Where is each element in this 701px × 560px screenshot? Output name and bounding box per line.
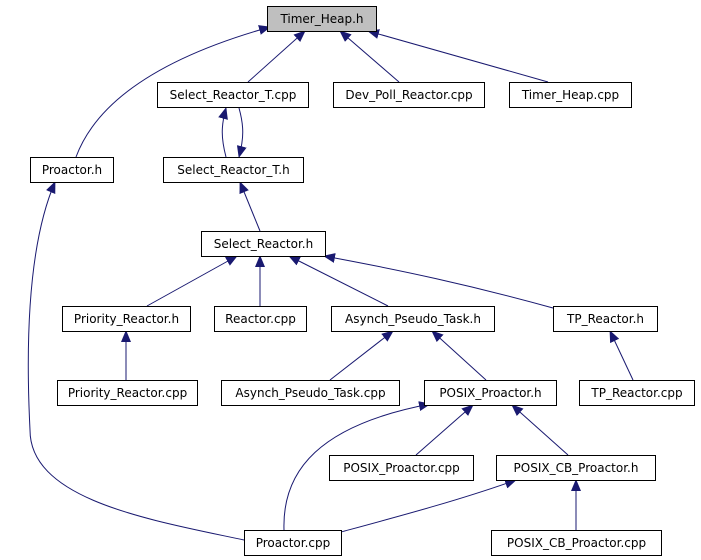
edge-timer-heap-cpp-to-timer-heap-h xyxy=(367,29,549,83)
edge-select-reactor-h-to-select-reactor-t-h xyxy=(239,181,261,232)
node-priority-reactor-h[interactable]: Priority_Reactor.h xyxy=(62,306,191,332)
node-asynch-pseudo-task-cpp[interactable]: Asynch_Pseudo_Task.cpp xyxy=(221,380,400,406)
edge-asynch-pseudo-task-h-to-select-reactor-h xyxy=(288,255,389,307)
node-box xyxy=(553,306,658,332)
node-label: Asynch_Pseudo_Task.cpp xyxy=(235,386,385,400)
node-box xyxy=(333,82,485,108)
node-box xyxy=(157,82,309,108)
node-box xyxy=(221,380,400,406)
node-label: Timer_Heap.h xyxy=(279,12,363,26)
node-box xyxy=(201,231,326,257)
edge-tp-reactor-h-to-select-reactor-h xyxy=(323,253,554,309)
node-select-reactor-t-h[interactable]: Select_Reactor_T.h xyxy=(163,157,304,183)
node-label: Asynch_Pseudo_Task.h xyxy=(345,312,481,326)
edge-tp-reactor-cpp-to-tp-reactor-h xyxy=(609,330,634,381)
node-posix-proactor-cpp[interactable]: POSIX_Proactor.cpp xyxy=(329,455,474,481)
edge-priority-reactor-h-to-select-reactor-h xyxy=(146,255,238,307)
edge-dev-poll-reactor-cpp-to-timer-heap-h xyxy=(339,30,400,83)
edge-proactor-cpp-to-posix-proactor-h xyxy=(283,401,431,531)
node-timer-heap-h[interactable]: Timer_Heap.h xyxy=(267,6,377,32)
edge-proactor-h-to-timer-heap-h xyxy=(75,25,271,158)
node-label: TP_Reactor.cpp xyxy=(590,386,682,400)
node-label: Select_Reactor_T.cpp xyxy=(170,88,297,102)
edges-layer xyxy=(27,25,634,541)
edge-posix-proactor-cpp-to-posix-proactor-h xyxy=(415,404,474,456)
edge-select-reactor-t-h-to-select-reactor-t-cpp xyxy=(218,107,228,158)
node-select-reactor-t-cpp[interactable]: Select_Reactor_T.cpp xyxy=(157,82,309,108)
node-box xyxy=(62,306,191,332)
edge-proactor-cpp-to-proactor-h xyxy=(27,181,245,541)
node-reactor-cpp[interactable]: Reactor.cpp xyxy=(214,306,307,332)
node-box xyxy=(491,530,662,556)
node-priority-reactor-cpp[interactable]: Priority_Reactor.cpp xyxy=(57,380,198,406)
edge-select-reactor-t-cpp-to-timer-heap-h xyxy=(247,30,306,83)
node-box xyxy=(30,157,114,183)
node-posix-proactor-h[interactable]: POSIX_Proactor.h xyxy=(424,380,557,406)
node-tp-reactor-cpp[interactable]: TP_Reactor.cpp xyxy=(579,380,695,406)
edge-posix-proactor-h-to-asynch-pseudo-task-h xyxy=(431,330,487,381)
node-box xyxy=(496,455,656,481)
node-timer-heap-cpp[interactable]: Timer_Heap.cpp xyxy=(509,82,632,108)
node-dev-poll-reactor-cpp[interactable]: Dev_Poll_Reactor.cpp xyxy=(333,82,485,108)
node-label: Select_Reactor.h xyxy=(214,237,313,251)
node-label: POSIX_Proactor.h xyxy=(439,386,541,400)
edge-asynch-pseudo-task-cpp-to-asynch-pseudo-task-h xyxy=(329,330,394,381)
node-label: Dev_Poll_Reactor.cpp xyxy=(345,88,472,102)
node-tp-reactor-h[interactable]: TP_Reactor.h xyxy=(553,306,658,332)
node-label: POSIX_CB_Proactor.h xyxy=(514,461,639,475)
node-label: Select_Reactor_T.h xyxy=(177,163,289,177)
edge-select-reactor-t-cpp-to-select-reactor-t-h xyxy=(236,107,247,158)
node-proactor-h[interactable]: Proactor.h xyxy=(30,157,114,183)
node-label: Priority_Reactor.h xyxy=(74,312,179,326)
node-label: Proactor.h xyxy=(42,163,102,177)
node-box xyxy=(329,455,474,481)
node-box xyxy=(267,6,377,32)
node-box xyxy=(331,306,495,332)
node-label: POSIX_CB_Proactor.cpp xyxy=(507,536,646,550)
node-label: TP_Reactor.h xyxy=(566,312,644,326)
node-box xyxy=(509,82,632,108)
node-label: Timer_Heap.cpp xyxy=(521,88,619,102)
node-label: POSIX_Proactor.cpp xyxy=(343,461,460,475)
node-label: Priority_Reactor.cpp xyxy=(68,386,187,400)
node-label: Proactor.cpp xyxy=(256,536,331,550)
node-box xyxy=(424,380,557,406)
edge-proactor-cpp-to-posix-cb-proactor-h xyxy=(340,478,517,533)
node-select-reactor-h[interactable]: Select_Reactor.h xyxy=(201,231,326,257)
node-box xyxy=(214,306,307,332)
node-box xyxy=(57,380,198,406)
node-box xyxy=(163,157,304,183)
edge-posix-cb-proactor-h-to-posix-proactor-h xyxy=(511,404,569,456)
node-posix-cb-proactor-h[interactable]: POSIX_CB_Proactor.h xyxy=(496,455,656,481)
node-box xyxy=(579,380,695,406)
node-posix-cb-proactor-cpp[interactable]: POSIX_CB_Proactor.cpp xyxy=(491,530,662,556)
node-proactor-cpp[interactable]: Proactor.cpp xyxy=(244,530,342,556)
node-label: Reactor.cpp xyxy=(225,312,296,326)
node-asynch-pseudo-task-h[interactable]: Asynch_Pseudo_Task.h xyxy=(331,306,495,332)
node-box xyxy=(244,530,342,556)
